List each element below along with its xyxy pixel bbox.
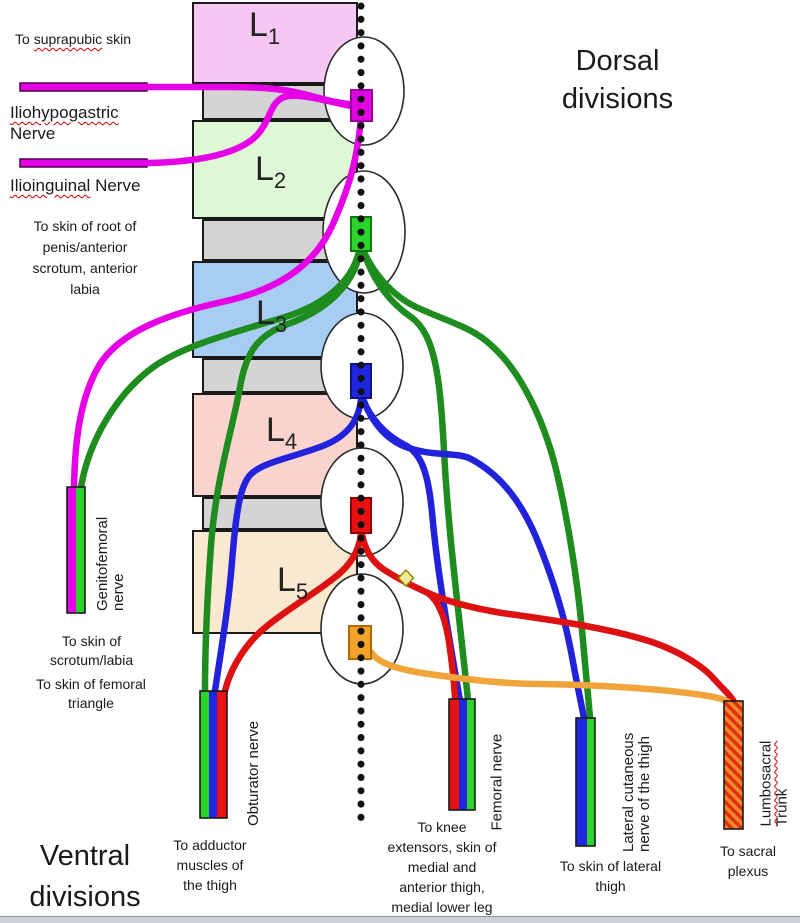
femoral-trunk — [449, 699, 475, 810]
label-knee-extensors: To knee extensors, skin of medial and an… — [387, 819, 497, 915]
lateral-cutaneous-blue-path — [359, 395, 588, 723]
vertebra-label-l2: L2 — [255, 150, 287, 193]
terminal-trunks — [66, 486, 744, 847]
diamond-marker — [397, 568, 415, 588]
root-ellipses — [320, 36, 406, 685]
label-skin-of-lateral-thigh: To skin of lateral thigh — [559, 858, 662, 894]
label-adductor-muscles: To adductor muscles of the thigh — [173, 837, 247, 893]
lumbosacral-trunk — [723, 700, 744, 830]
vertebra-l1 — [192, 2, 358, 84]
obturator-trunk-border — [199, 690, 228, 819]
vertebra-label-l1: L1 — [249, 6, 281, 49]
lumbosacral-orange-path — [366, 647, 732, 706]
iliohypogastric-stump — [19, 82, 148, 92]
window-edge-strip — [0, 916, 800, 923]
genitofemoral-magenta-path — [70, 114, 365, 491]
ilioinguinal-path — [143, 92, 360, 167]
genitofemoral-green-path — [77, 248, 363, 491]
label-obturator-nerve: Obturator nerve — [245, 720, 262, 826]
label-skin-of-root-of-penis: To skin of root of penis/anterior scrotu… — [32, 218, 138, 297]
label-sacral-plexus: To sacral plexus — [719, 843, 777, 879]
root-block-l1 — [350, 89, 373, 122]
femoral-trunk-border — [448, 698, 476, 811]
vertebra-label-l4: L4 — [266, 411, 298, 454]
ilioinguinal-stump — [19, 158, 148, 168]
obturator-green-path — [201, 248, 364, 695]
obturator-blue-path — [211, 395, 365, 695]
vertebra-label-l3: L3 — [256, 294, 288, 337]
obturator-trunk — [200, 691, 227, 818]
label-skin-of-scrotum-labia: To skin of scrotum/labia — [49, 633, 134, 668]
vertebra-label-l5: L5 — [277, 561, 309, 604]
femoral-red-path — [424, 589, 459, 701]
genitofemoral-trunk — [67, 487, 85, 613]
obturator-red-path — [221, 530, 365, 695]
label-ilioinguinal-nerve: Ilioinguinal Nerve — [10, 176, 141, 195]
label-suprapubic-skin: To suprapubic skin — [15, 31, 131, 47]
lumbosacral-red-path — [358, 530, 737, 704]
lateral-cutaneous-trunk — [576, 718, 595, 846]
lateral-cutaneous-green-path — [360, 248, 594, 723]
genitofemoral-trunk-border — [66, 486, 86, 614]
red-nerves — [221, 530, 737, 704]
magenta-nerves — [70, 83, 365, 491]
label-femoral-nerve: Femoral nerve — [488, 733, 506, 831]
lateral-cutaneous-trunk-border — [575, 717, 596, 847]
label-skin-of-femoral-triangle: To skin of femoral triangle — [36, 676, 146, 711]
